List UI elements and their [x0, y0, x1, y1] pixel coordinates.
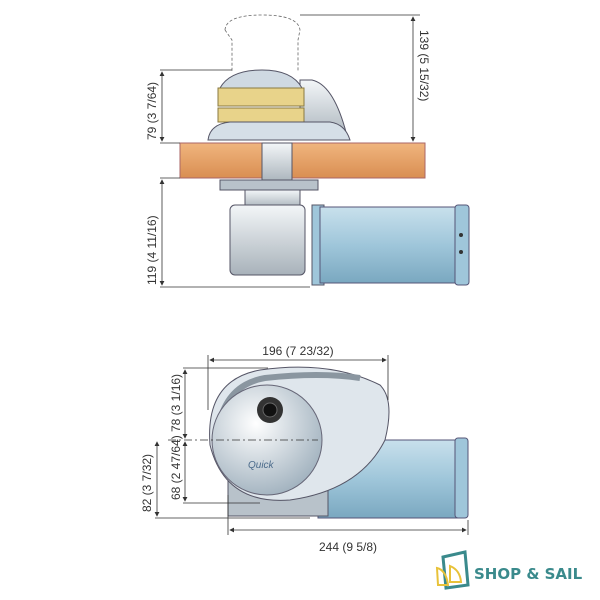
dim-79: 79 (3 7/64) [145, 82, 159, 140]
motor-endcap [454, 204, 470, 286]
shop-and-sail-logo: SHOP & SAIL [435, 550, 583, 590]
dim-78: 78 (3 1/16) [169, 374, 183, 432]
gypsy-upper [217, 87, 305, 107]
motor [319, 206, 461, 284]
base-plate [207, 121, 351, 141]
deck-plank [179, 142, 426, 179]
flange [219, 179, 319, 191]
dim-119: 119 (4 11/16) [145, 215, 159, 285]
dim-139: 139 (5 15/32) [417, 30, 431, 101]
dim-196: 196 (7 23/32) [262, 344, 333, 358]
brand-name: SHOP & SAIL [474, 565, 583, 583]
dome [219, 69, 303, 89]
shaft [261, 142, 293, 184]
quick-logo: Quick [248, 460, 275, 471]
motor-endcap-top [454, 437, 469, 519]
dim-244: 244 (9 5/8) [319, 540, 377, 554]
side-view: 139 (5 15/32) 79 (3 7/64) 119 (4 11/16) [145, 14, 470, 288]
gypsy-lower [217, 107, 305, 123]
dim-82: 82 (3 7/32) [140, 454, 154, 512]
bollard-outline-dashed [224, 14, 301, 72]
dim-68: 68 (2 47/64) [169, 435, 183, 500]
gearbox [229, 204, 306, 276]
top-view: Quick 196 (7 23/32) 78 (3 1/16) 68 (2 47… [140, 344, 469, 554]
